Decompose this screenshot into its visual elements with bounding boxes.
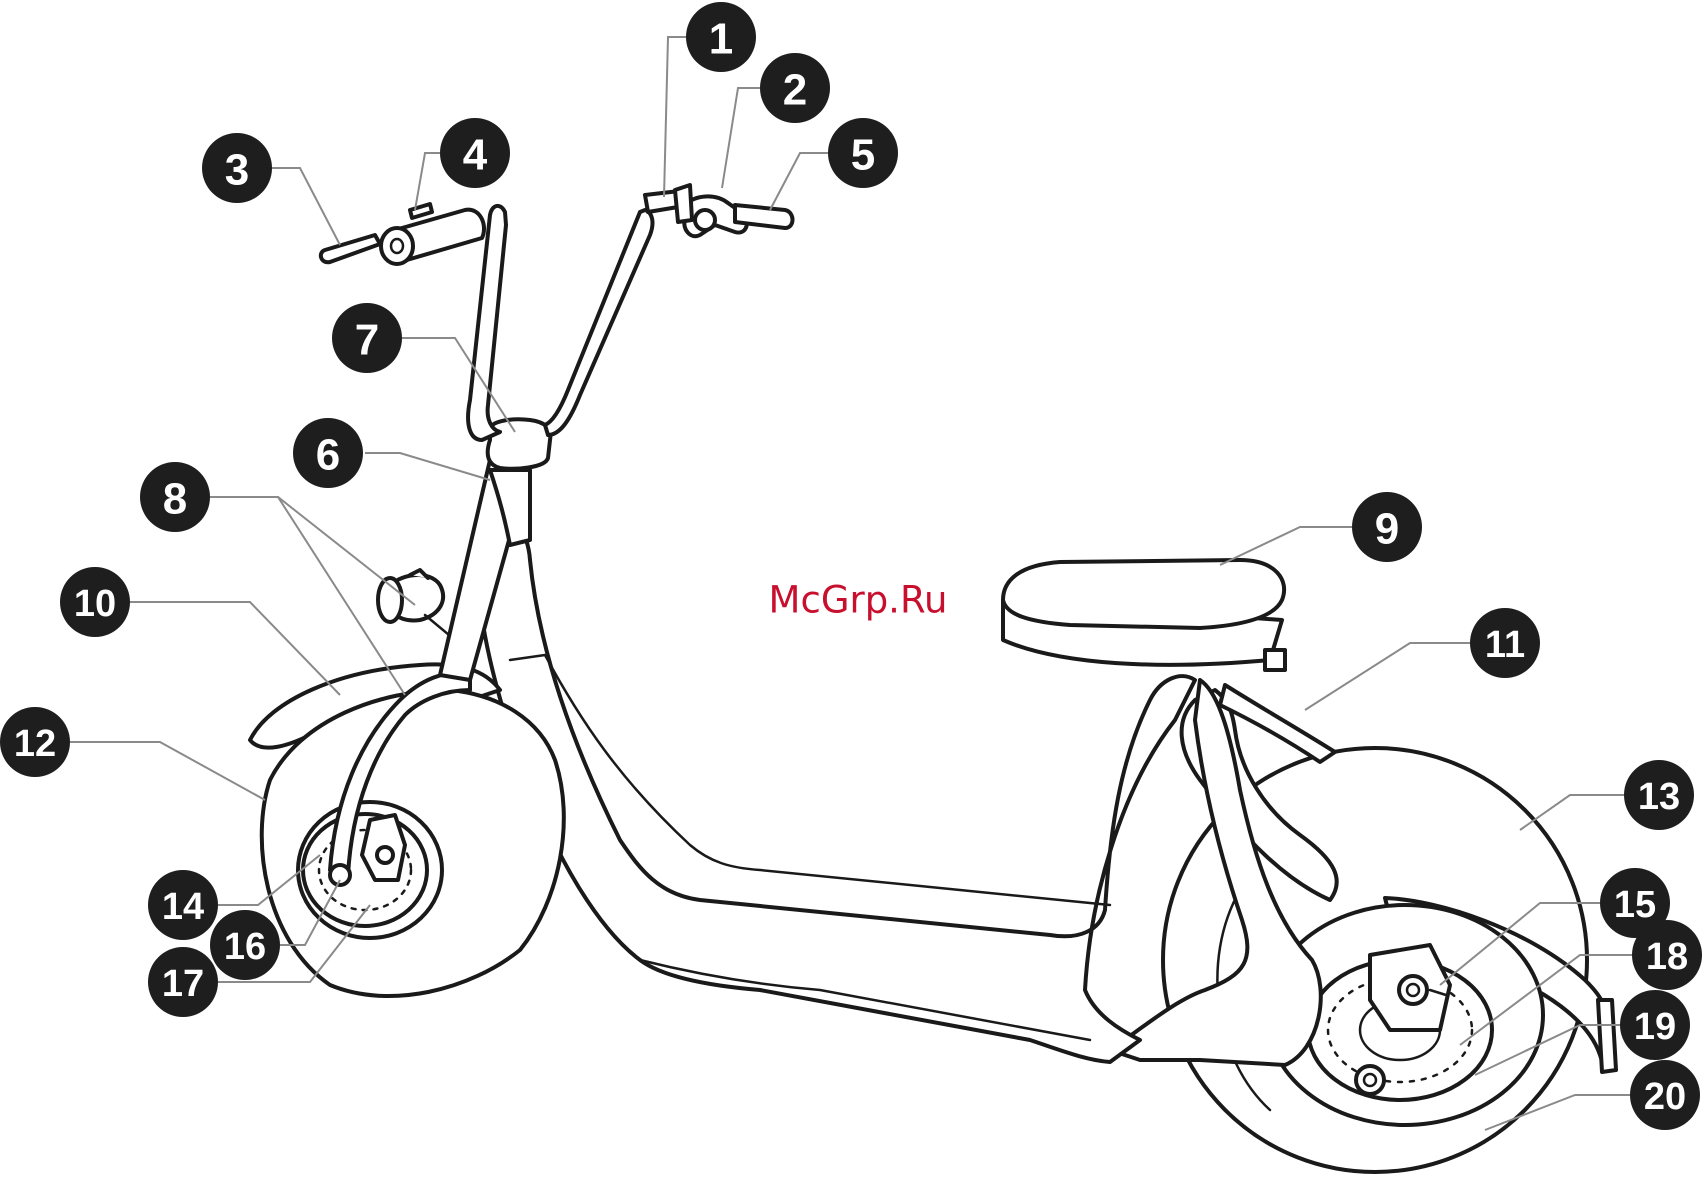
seat xyxy=(1003,560,1285,670)
leader-12 xyxy=(70,742,265,800)
callout-13: 13 xyxy=(1624,760,1694,830)
svg-text:13: 13 xyxy=(1638,776,1680,818)
front-brake-disc xyxy=(303,814,427,926)
svg-text:12: 12 xyxy=(14,723,56,765)
svg-text:5: 5 xyxy=(851,131,875,180)
callout-7: 7 xyxy=(332,303,402,373)
callout-16: 16 xyxy=(210,910,280,980)
callout-19: 19 xyxy=(1620,990,1690,1060)
svg-text:2: 2 xyxy=(783,66,807,115)
svg-text:1: 1 xyxy=(709,15,733,64)
callout-20: 20 xyxy=(1630,1060,1700,1130)
svg-text:8: 8 xyxy=(163,475,187,524)
callout-3: 3 xyxy=(202,133,272,203)
leader-5 xyxy=(770,153,828,210)
right-grip xyxy=(645,185,793,236)
watermark-text: McGrp.Ru xyxy=(769,579,948,622)
svg-text:16: 16 xyxy=(224,926,266,968)
callout-11: 11 xyxy=(1470,608,1540,678)
svg-text:18: 18 xyxy=(1646,936,1688,978)
leader-11 xyxy=(1305,643,1470,710)
callout-17: 17 xyxy=(148,947,218,1017)
svg-text:4: 4 xyxy=(463,131,488,180)
left-grip xyxy=(321,204,484,264)
callout-1: 1 xyxy=(686,2,756,72)
callout-10: 10 xyxy=(60,567,130,637)
callout-9: 9 xyxy=(1352,492,1422,562)
callout-6: 6 xyxy=(293,418,363,488)
leader-8b xyxy=(210,497,405,695)
front-brake-caliper xyxy=(362,815,405,880)
leader-2 xyxy=(722,88,760,188)
svg-text:15: 15 xyxy=(1614,884,1656,926)
leader-6 xyxy=(365,453,490,480)
callout-5: 5 xyxy=(828,118,898,188)
leader-1 xyxy=(664,37,686,197)
svg-text:6: 6 xyxy=(316,431,340,480)
callout-4: 4 xyxy=(440,118,510,188)
svg-text:10: 10 xyxy=(74,583,116,625)
svg-text:17: 17 xyxy=(162,963,204,1005)
callout-18: 18 xyxy=(1632,920,1702,990)
callout-2: 2 xyxy=(760,53,830,123)
leader-4 xyxy=(415,153,440,210)
svg-text:7: 7 xyxy=(355,316,379,365)
svg-text:11: 11 xyxy=(1485,624,1525,666)
handlebar-clamp xyxy=(488,419,551,468)
scooter-illustration xyxy=(250,185,1616,1172)
handlebar-right xyxy=(545,210,652,435)
callout-12: 12 xyxy=(0,707,70,777)
rear-light xyxy=(1598,1000,1616,1072)
leader-7 xyxy=(402,338,515,432)
svg-text:9: 9 xyxy=(1375,505,1399,554)
svg-text:14: 14 xyxy=(162,886,204,928)
svg-text:3: 3 xyxy=(225,146,249,195)
headlight xyxy=(378,570,455,640)
callout-14: 14 xyxy=(148,870,218,940)
leader-10 xyxy=(130,602,340,695)
svg-text:19: 19 xyxy=(1634,1006,1676,1048)
callout-8: 8 xyxy=(140,462,210,532)
svg-text:20: 20 xyxy=(1644,1076,1686,1118)
